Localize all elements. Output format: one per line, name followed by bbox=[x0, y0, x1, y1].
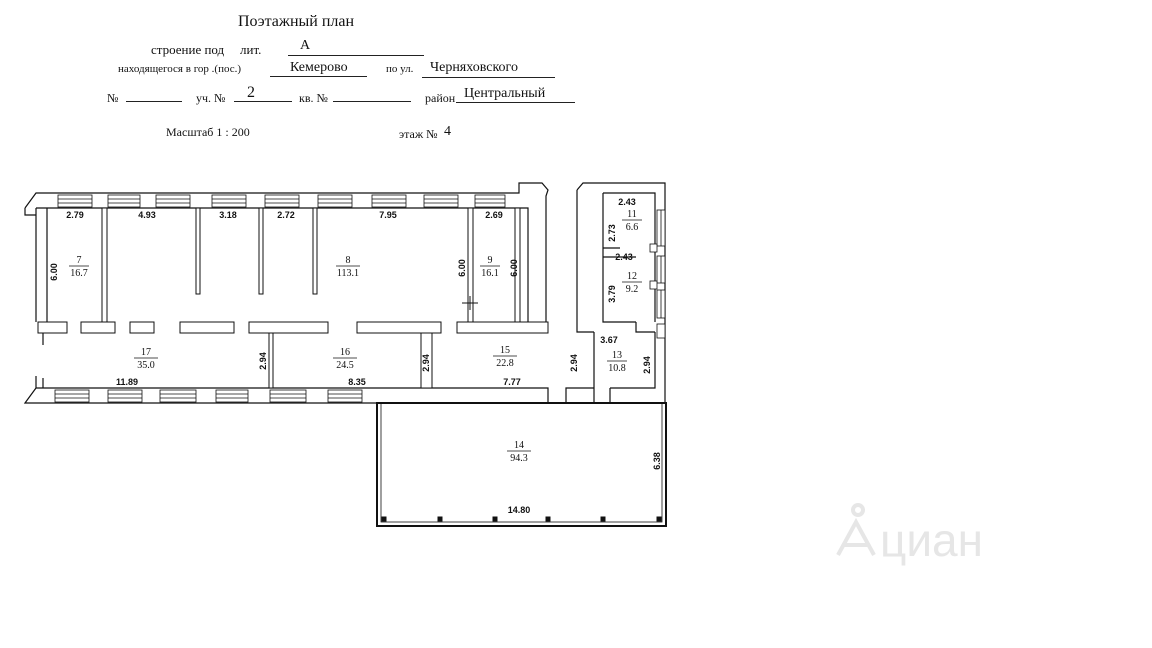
room-12-number: 12 bbox=[627, 271, 637, 282]
dim-2-94-b: 2.94 bbox=[421, 354, 431, 372]
interior-walls bbox=[37, 207, 549, 389]
room-11-number: 11 bbox=[627, 209, 637, 220]
dim-6-00-room9-a: 6.00 bbox=[457, 259, 467, 277]
street-underline bbox=[422, 77, 555, 78]
room-13-area: 10.8 bbox=[608, 363, 626, 374]
room-17-label: 17 35.0 bbox=[134, 347, 158, 371]
dim-3-79: 3.79 bbox=[607, 285, 617, 303]
district-underline bbox=[456, 102, 575, 103]
street-value: Черняховского bbox=[430, 60, 518, 75]
dim-7-77: 7.77 bbox=[503, 377, 521, 387]
room-16-number: 16 bbox=[340, 347, 350, 358]
kv-label: кв. № bbox=[299, 91, 328, 105]
room-11-label: 11 6.6 bbox=[622, 209, 642, 233]
room-9-label: 9 16.1 bbox=[480, 255, 500, 279]
district-label: район bbox=[425, 91, 456, 105]
located-label: находящегося в гор .(пос.) bbox=[118, 63, 242, 75]
room-9-area: 16.1 bbox=[481, 268, 499, 279]
kv-underline bbox=[333, 101, 411, 102]
room-16-area: 24.5 bbox=[336, 360, 354, 371]
page-title: Поэтажный план bbox=[238, 13, 355, 30]
room-12-label: 12 9.2 bbox=[622, 271, 642, 295]
dim-3-67: 3.67 bbox=[600, 335, 618, 345]
room-7-number: 7 bbox=[77, 255, 82, 266]
right-windows bbox=[649, 209, 666, 339]
street-label: по ул. bbox=[386, 63, 414, 75]
dim-6-00-left: 6.00 bbox=[49, 263, 59, 281]
city-value: Кемерово bbox=[290, 60, 348, 75]
room-7-label: 7 16.7 bbox=[69, 255, 89, 279]
room-15-area: 22.8 bbox=[496, 358, 514, 369]
dim-2-72: 2.72 bbox=[277, 210, 295, 220]
dim-6-00-room9-b: 6.00 bbox=[509, 259, 519, 277]
room-14-outline bbox=[376, 402, 667, 527]
room-16-label: 16 24.5 bbox=[333, 347, 357, 371]
room-15-label: 15 22.8 bbox=[493, 345, 517, 369]
room-17-area: 35.0 bbox=[137, 360, 155, 371]
dim-6-38: 6.38 bbox=[652, 452, 662, 470]
top-windows bbox=[57, 194, 506, 208]
dim-2-69: 2.69 bbox=[485, 210, 503, 220]
uch-label: уч. № bbox=[196, 91, 226, 105]
no-label: № bbox=[107, 91, 119, 105]
room-14-label: 14 94.3 bbox=[507, 440, 531, 464]
room-13-number: 13 bbox=[612, 350, 622, 361]
dim-8-35: 8.35 bbox=[348, 377, 366, 387]
dim-2-94-d: 2.94 bbox=[642, 356, 652, 374]
dimension-labels: 2.79 4.93 3.18 2.72 7.95 2.69 6.00 6.00 … bbox=[49, 197, 662, 515]
lit-label: лит. bbox=[240, 42, 262, 57]
watermark-logo-icon bbox=[836, 503, 876, 556]
watermark: циан bbox=[836, 503, 983, 566]
dim-2-73: 2.73 bbox=[607, 224, 617, 242]
room-labels: 7 16.7 8 113.1 9 16.1 11 6.6 12 9.2 13 1… bbox=[69, 209, 642, 464]
room-9-number: 9 bbox=[488, 255, 493, 266]
dim-2-79: 2.79 bbox=[66, 210, 84, 220]
watermark-text: циан bbox=[880, 514, 983, 566]
room-14-area: 94.3 bbox=[510, 453, 528, 464]
room-8-area: 113.1 bbox=[337, 268, 359, 279]
bottom-windows bbox=[54, 389, 363, 403]
room-7-area: 16.7 bbox=[70, 268, 88, 279]
scale-label: Масштаб 1 : 200 bbox=[166, 125, 250, 139]
district-value: Центральный bbox=[464, 86, 546, 101]
uch-value: 2 bbox=[247, 84, 255, 101]
dim-3-18: 3.18 bbox=[219, 210, 237, 220]
lit-underline bbox=[288, 55, 424, 56]
room-8-number: 8 bbox=[346, 255, 351, 266]
dim-2-94-a: 2.94 bbox=[258, 352, 268, 370]
dim-7-95: 7.95 bbox=[379, 210, 397, 220]
room-17-number: 17 bbox=[141, 347, 151, 358]
uch-underline bbox=[234, 101, 292, 102]
room-13-label: 13 10.8 bbox=[607, 350, 627, 374]
room-14-number: 14 bbox=[514, 440, 524, 451]
building-label: строение под bbox=[151, 42, 225, 57]
no-underline bbox=[126, 101, 182, 102]
dim-2-43-top: 2.43 bbox=[618, 197, 636, 207]
floor-value: 4 bbox=[444, 124, 451, 139]
dim-2-94-c: 2.94 bbox=[569, 354, 579, 372]
dim-11-89: 11.89 bbox=[116, 377, 138, 387]
dim-14-80: 14.80 bbox=[508, 505, 531, 515]
room-12-area: 9.2 bbox=[626, 284, 639, 295]
lit-value: А bbox=[300, 38, 311, 53]
room-8-label: 8 113.1 bbox=[336, 255, 360, 279]
dim-4-93: 4.93 bbox=[138, 210, 156, 220]
room-11-area: 6.6 bbox=[626, 222, 639, 233]
room-15-number: 15 bbox=[500, 345, 510, 356]
floor-label: этаж № bbox=[399, 127, 438, 141]
city-underline bbox=[270, 76, 367, 77]
dim-2-43-mid: 2.43 bbox=[615, 252, 633, 262]
